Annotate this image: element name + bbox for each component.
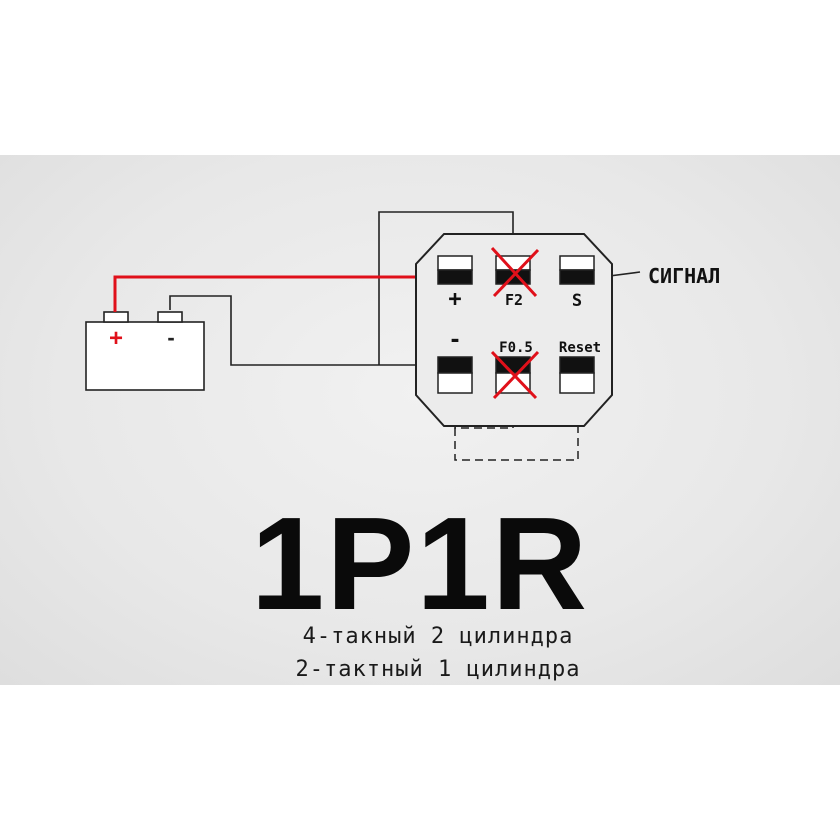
battery [85,311,205,391]
battery-terminal-plus [103,311,129,323]
battery-plus-label: + [109,325,123,352]
wire-battery-minus [169,295,438,366]
label-reset: Reset [559,340,601,356]
wire-top-loop [378,211,514,365]
cross-f05-icon [490,350,540,400]
subtitle-line-2: 2-тактный 1 цилиндра [295,657,581,682]
wire-positive [113,275,438,312]
battery-minus-label: - [167,325,174,350]
battery-body [85,321,205,391]
terminal-reset [559,356,595,394]
label-f2: F2 [505,291,523,309]
battery-terminal-minus [157,311,183,323]
label-plus: + [448,287,461,312]
terminal-minus [437,356,473,394]
label-f05: F0.5 [499,340,533,356]
terminal-plus [437,255,473,285]
background-panel [0,155,840,685]
page-title: 1P1R [250,490,590,637]
dashed-link-minus-reset [454,395,579,461]
terminal-s [559,255,595,285]
cross-f2-icon [490,246,540,298]
subtitle-line-1: 4-такный 2 цилиндра [302,624,574,649]
signal-label: СИГНАЛ [648,264,720,288]
label-s: S [572,291,582,311]
label-minus: - [448,328,461,353]
